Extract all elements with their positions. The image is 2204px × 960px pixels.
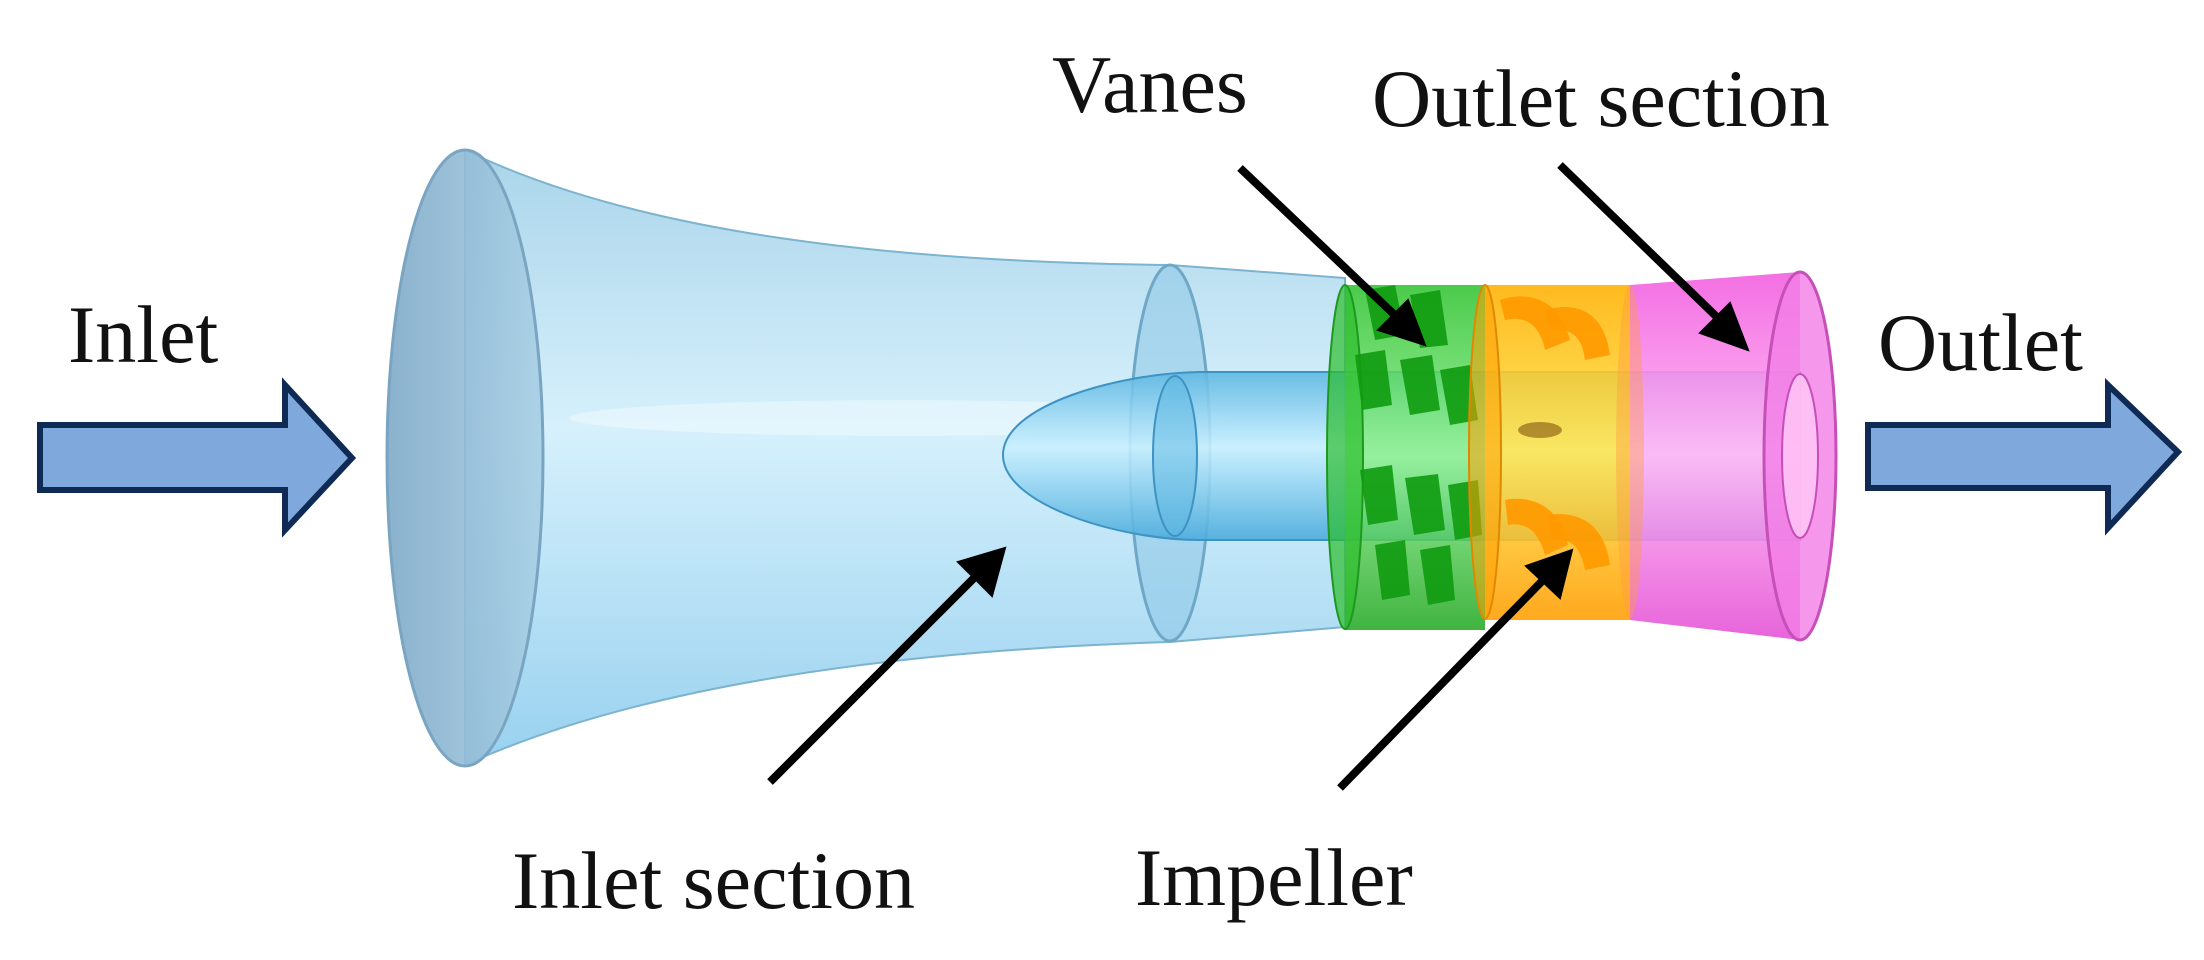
inlet-label: Inlet (68, 289, 218, 380)
inlet-section-label: Inlet section (512, 835, 915, 926)
impeller-stage (1468, 284, 1630, 620)
vanes-label: Vanes (1052, 39, 1248, 130)
outlet-label: Outlet (1878, 297, 2083, 388)
outlet-section-label: Outlet section (1372, 53, 1830, 144)
impeller-pointer (1337, 572, 1551, 791)
pointer-arrows (767, 162, 1750, 791)
inlet-flow-arrow (37, 377, 357, 538)
inlet-section-pointer (767, 569, 983, 785)
impeller-blades (1500, 296, 1610, 570)
vanes-pointer (1237, 165, 1403, 323)
outlet-section-pointer (1557, 162, 1725, 325)
inlet-face (385, 148, 545, 768)
inlet-section-duct (385, 148, 1346, 768)
impeller-label: Impeller (1135, 832, 1413, 923)
outlet-flow-arrow (1865, 377, 2183, 536)
outlet-section (1616, 270, 1838, 642)
vanes-stage (1326, 284, 1485, 630)
